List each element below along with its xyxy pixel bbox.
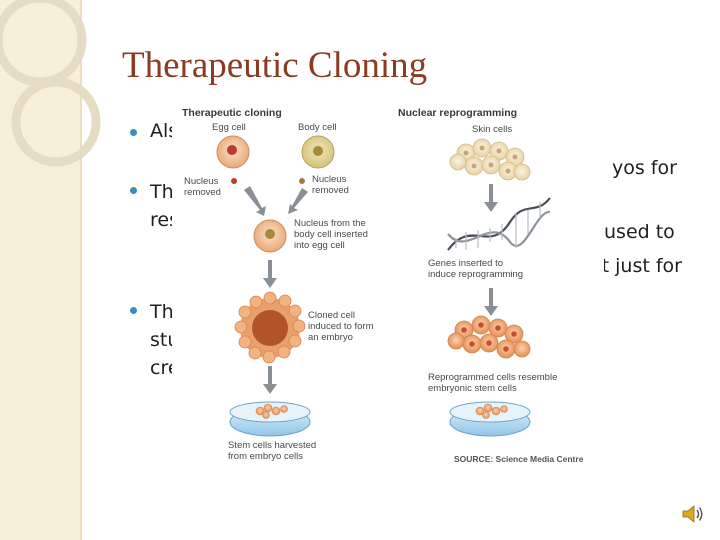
bullet-1-text: Als	[150, 120, 179, 142]
genes-inserted-label: Genes inserted to induce reprogramming	[428, 258, 524, 280]
skin-cell-nuclei	[463, 145, 518, 174]
side-band-edge	[80, 0, 82, 540]
bullet-2-line2-prefix: res	[150, 209, 179, 231]
egg-cell-icon	[216, 135, 250, 169]
petri-dish-right-icon	[449, 401, 531, 437]
down-arrow-4	[484, 288, 498, 316]
reprogrammed-cells-label: Reprogrammed cells resemble embryonic st…	[428, 372, 558, 394]
body-cell-icon	[301, 135, 335, 169]
down-arrow-1	[263, 260, 277, 288]
skin-cells-label: Skin cells	[472, 124, 513, 135]
source-credit: SOURCE: Science Media Centre	[454, 454, 584, 464]
diagram-artwork	[216, 135, 551, 437]
body-cell-label: Body cell	[298, 122, 337, 133]
nucleus-removed-right-label: Nucleus removed	[312, 174, 349, 196]
egg-cell-label: Egg cell	[212, 122, 246, 133]
down-arrow-2	[263, 366, 277, 394]
petri-dish-left-icon	[229, 401, 311, 437]
removed-nucleus-brown-icon	[299, 178, 305, 184]
slide-title: Therapeutic Cloning	[122, 45, 428, 86]
removed-nucleus-red-icon	[231, 178, 237, 184]
merge-arrows	[244, 186, 308, 216]
reprogrammed-cells-icon	[447, 315, 531, 359]
skin-cells-icon	[449, 138, 531, 181]
bullet-3-line1-suffix: used to	[604, 221, 675, 243]
nucleus-removed-left-label: Nucleus removed	[184, 176, 221, 198]
cloning-diagram: Therapeutic cloning Nuclear reprogrammin…	[172, 102, 604, 478]
down-arrow-3	[484, 184, 498, 212]
reprogrammed-cell-nuclei	[461, 322, 517, 352]
decorative-side-band	[0, 0, 80, 540]
nucleus-inserted-label: Nucleus from the body cell inserted into…	[294, 218, 368, 251]
left-column-header: Therapeutic cloning	[182, 107, 282, 119]
bullet-item-1: Als	[128, 120, 668, 142]
embryo-cluster-icon	[234, 291, 306, 364]
right-column-header: Nuclear reprogramming	[398, 107, 518, 119]
merged-egg-cell-icon	[253, 219, 287, 253]
bullet-2-line1-suffix: yos for	[612, 157, 677, 179]
cloned-cell-label: Cloned cell induced to form an embryo	[308, 310, 374, 343]
speaker-icon[interactable]	[681, 503, 705, 525]
dna-helix-icon	[447, 197, 551, 251]
stem-cells-harvested-label: Stem cells harvested from embryo cells	[228, 440, 317, 462]
